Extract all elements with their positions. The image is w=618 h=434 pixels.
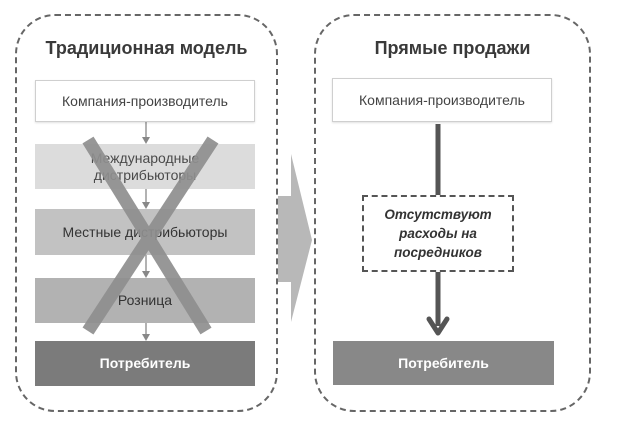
direct-flow-arrowhead [426, 316, 450, 336]
right-box-consumer: Потребитель [333, 341, 554, 385]
right-box-manufacturer: Компания-производитель [332, 78, 552, 122]
direct-sales-panel: Прямые продажи [314, 14, 591, 412]
direct-sales-title: Прямые продажи [374, 38, 531, 58]
traditional-model-title: Традиционная модель [45, 38, 248, 58]
left-box-international-distributors: Международные дистрибьюторы [35, 144, 255, 189]
no-intermediary-costs-note: Отсутствуют расходы на посредников [362, 195, 514, 272]
traditional-model-panel: Традиционная модель [15, 14, 278, 412]
left-box-retail: Розница [35, 278, 255, 323]
transition-arrow-icon [278, 154, 312, 322]
left-box-manufacturer: Компания-производитель [35, 80, 255, 122]
left-box-consumer: Потребитель [35, 341, 255, 386]
